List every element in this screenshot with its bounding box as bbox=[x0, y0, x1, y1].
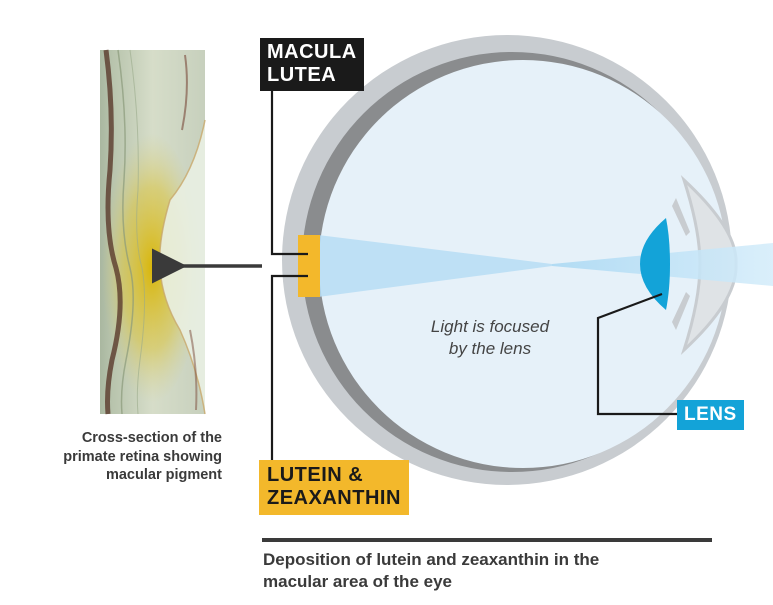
lutein-zeaxanthin-label: LUTEIN & ZEAXANTHIN bbox=[259, 460, 409, 515]
macula-label-line-1: MACULA bbox=[267, 41, 357, 63]
iris bbox=[672, 292, 690, 330]
light-text-line-1: Light is focused bbox=[430, 317, 550, 336]
iris bbox=[672, 198, 690, 236]
light-beam-to-retina bbox=[318, 235, 552, 297]
retina-caption: Cross-section of the primate retina show… bbox=[38, 429, 222, 485]
caption-line-1: Cross-section of the bbox=[81, 430, 222, 446]
lens-label: LENS bbox=[677, 400, 744, 430]
lutein-leader-line bbox=[270, 274, 308, 460]
light-text-line-2: by the lens bbox=[448, 339, 532, 359]
retina-cross-section-image bbox=[100, 49, 206, 415]
footer-line-2: macular area of the eye bbox=[263, 572, 452, 592]
lens bbox=[640, 218, 670, 310]
caption-line-3: macular pigment bbox=[105, 467, 222, 484]
macula-leader-line bbox=[270, 80, 308, 256]
light-focus-annotation: Light is focused by the lens bbox=[400, 316, 580, 360]
lens-leader-line bbox=[596, 292, 677, 416]
lutein-label-line-1: LUTEIN & bbox=[267, 464, 364, 486]
macula-label-line-2: LUTEA bbox=[267, 64, 337, 86]
footer-divider bbox=[262, 538, 712, 542]
footer-caption: Deposition of lutein and zeaxanthin in t… bbox=[263, 549, 733, 593]
lutein-label-line-2: ZEAXANTHIN bbox=[267, 487, 401, 509]
footer-line-1: Deposition of lutein and zeaxanthin in t… bbox=[263, 550, 600, 569]
caption-line-2: primate retina showing bbox=[63, 448, 222, 465]
macula-patch bbox=[298, 235, 320, 297]
macula-lutea-label: MACULA LUTEA bbox=[260, 38, 364, 91]
